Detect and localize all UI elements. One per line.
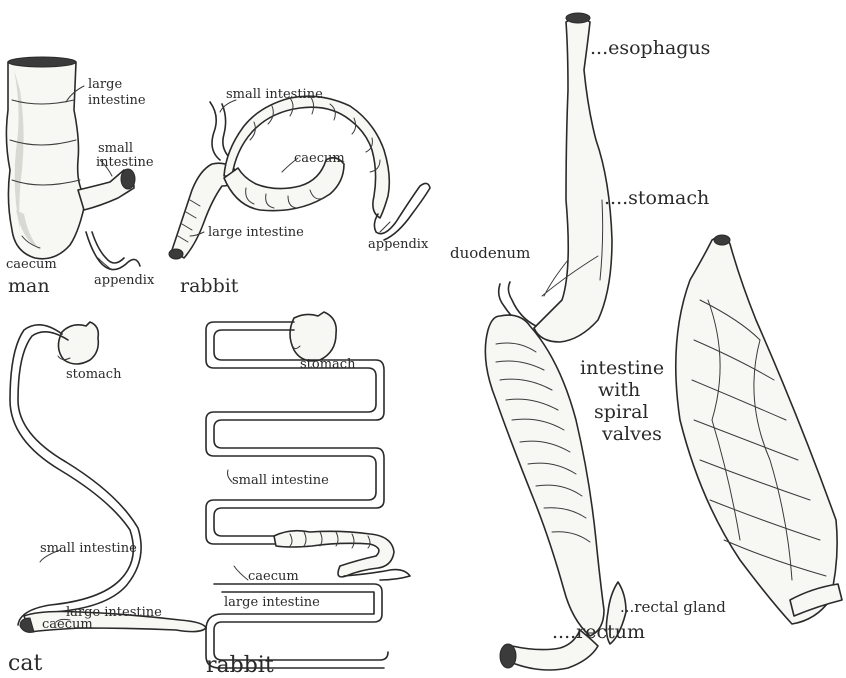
man-intestine-drawing: large intestine small intestine caecum a… [6,57,155,297]
label-shark-esophagus: ...esophagus [590,37,710,59]
caption-rabbit-bottom: rabbit [206,653,274,678]
label-rabbit-bottom-stomach: stomach [300,357,356,372]
label-man-appendix: appendix [94,273,155,288]
cat-stomach [58,322,98,364]
label-cat-caecum: caecum [42,617,93,632]
label-rabbit-top-small-intestine: small intestine [226,87,323,102]
shark-spiral-valve-section [676,237,837,624]
label-cat-small-intestine: small intestine [40,541,137,556]
label-shark-intestine-1: intestine [580,357,664,379]
shark-rectum-opening [500,644,516,668]
label-shark-duodenum: duodenum [450,244,530,262]
label-man-small-1: small [98,141,133,156]
rabbit-top-large-intestine-opening [169,249,183,259]
label-rabbit-bottom-large-intestine: large intestine [224,595,320,610]
label-shark-stomach: ....stomach [604,187,709,209]
shark-digestive-tract-drawing: ...esophagus ....stomach duodenum intest… [450,13,842,670]
label-rabbit-top-caecum: caecum [294,151,345,166]
label-man-large-2: intestine [88,93,146,108]
label-man-large-1: large [88,77,122,92]
label-man-caecum: caecum [6,257,57,272]
rabbit-bottom-stomach [290,312,336,361]
shark-section-top-opening [714,235,730,245]
label-cat-stomach: stomach [66,367,122,382]
caption-rabbit-top: rabbit [180,275,239,297]
rabbit-top-intestine-drawing: small intestine caecum large intestine a… [169,87,430,297]
label-shark-intestine-3: spiral [594,401,648,423]
rabbit-bottom-small-intestine [206,322,376,544]
label-rabbit-top-large-intestine: large intestine [208,225,304,240]
caption-man: man [8,275,50,297]
label-rabbit-top-appendix: appendix [368,237,429,252]
label-rabbit-bottom-caecum: caecum [248,569,299,584]
label-shark-intestine-2: with [598,379,640,401]
label-rabbit-bottom-small-intestine: small intestine [232,473,329,488]
rabbit-top-small-intestine [210,102,230,160]
caption-cat: cat [8,651,42,676]
label-man-small-2: intestine [96,155,154,170]
man-large-intestine-opening [8,57,76,67]
label-shark-rectum: ....rectum [552,621,645,643]
label-shark-rectal-gland: ...rectal gland [620,598,726,616]
rabbit-bottom-intestine-drawing: stomach small intestine caecum large int… [206,312,410,678]
shark-esophagus-opening [566,13,590,23]
man-small-intestine-opening [121,169,135,189]
label-shark-intestine-4: valves [601,423,662,445]
cat-intestine-drawing: stomach small intestine large intestine … [8,322,206,676]
